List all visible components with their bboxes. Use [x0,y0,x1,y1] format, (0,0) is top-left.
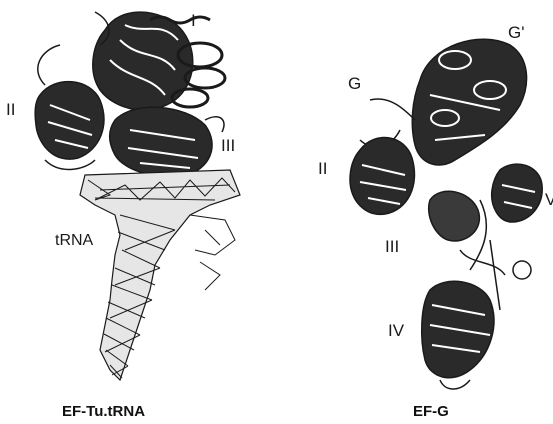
ef-tu-domain-1-label: I [191,12,196,29]
ef-tu-trna-structure [35,12,240,380]
ef-g-domain-4-label: IV [388,322,404,339]
ef-g-domain-3-label: III [385,238,399,255]
ef-g-domain-5-ribbon [492,164,542,222]
ef-g-domain-2-label: II [318,160,327,177]
trna-stick-model [80,170,240,380]
ef-tu-domain-3-ribbon [110,107,224,176]
ef-tu-domain-2-label: II [6,101,15,118]
ef-g-domain-4-ribbon [422,281,494,389]
ef-tu-trna-caption: EF-Tu.tRNA [62,404,145,419]
ef-tu-domain-3-label: III [221,137,235,154]
ef-g-g-prime-label: G' [508,24,524,41]
ef-g-domain-2-ribbon [350,138,414,215]
ef-g-structure [350,39,542,389]
ef-tu-domain-2-ribbon [35,82,104,170]
trna-label: tRNA [55,233,93,249]
ef-g-domain-5-label: V [545,191,553,208]
ef-g-g-label: G [348,75,361,92]
ef-g-caption: EF-G [413,404,449,419]
